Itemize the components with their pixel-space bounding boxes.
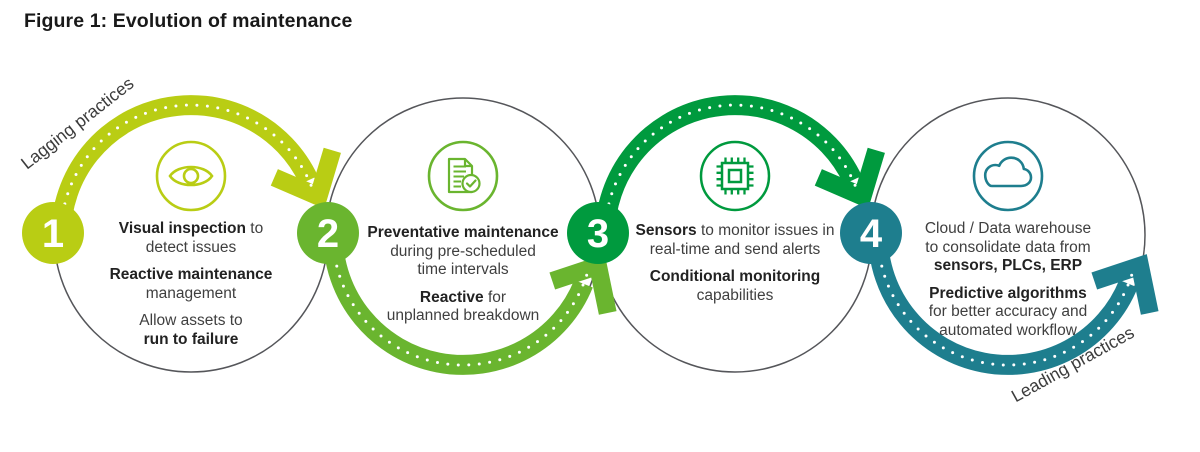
- stage-text-segment: run to failure: [143, 330, 239, 348]
- stage-number-badge-4: 4: [840, 202, 902, 264]
- stage-text-segment: Allow assets to: [139, 312, 243, 329]
- arrow-band-1: [51, 95, 318, 236]
- stage-text-segment: Reactive: [419, 288, 484, 306]
- stage-text-segment: detect issues: [145, 238, 237, 256]
- stage-text-segment: Cloud / Data warehouse: [924, 220, 1092, 237]
- figure-title: Figure 1: Evolution of maintenance: [24, 10, 353, 32]
- stage-text-segment: for better accuracy and: [928, 303, 1088, 320]
- document-check-icon: [427, 140, 499, 212]
- stage-text-segment: time intervals: [417, 261, 509, 278]
- stage-text-segment: unplanned breakdown: [386, 307, 540, 324]
- stage-text-segment: during pre-scheduled: [390, 242, 536, 260]
- stage-text-segment: Reactive maintenance: [109, 266, 273, 283]
- stage-number-badge-1: 1: [22, 202, 84, 264]
- stage-number-1: 1: [42, 212, 64, 256]
- stage-text-segment: Sensors: [635, 222, 697, 239]
- stage-text-segment: sensors, PLCs, ERP: [933, 257, 1083, 274]
- arrowhead-1-icon: [270, 147, 341, 209]
- arrowhead-2-icon: [549, 254, 617, 315]
- eye-icon: [155, 140, 227, 212]
- stage-text-segment: to consolidate data from: [925, 238, 1091, 256]
- stage-number-4: 4: [860, 212, 883, 256]
- stage-text-segment: capabilities: [696, 286, 774, 304]
- stage-text-segment: Predictive algorithms: [929, 284, 1087, 302]
- arrowhead-4-icon: [1091, 254, 1159, 315]
- stage-number-badge-3: 3: [567, 202, 629, 264]
- cloud-icon: [972, 140, 1044, 212]
- stage-text-segment: Preventative maintenance: [367, 224, 559, 241]
- stage-text-segment: management: [145, 284, 237, 302]
- stage-number-2: 2: [317, 212, 339, 256]
- stage-number-badge-2: 2: [297, 202, 359, 264]
- stage-paragraph: Visual inspection to detect issues: [71, 220, 311, 257]
- stage-text-segment: for: [483, 288, 507, 306]
- stage-text-segment: automated workflow: [939, 321, 1077, 339]
- stage-text-segment: to: [245, 220, 264, 237]
- stage-text-segment: to monitor issues in: [696, 222, 835, 239]
- stage-number-3: 3: [587, 212, 609, 256]
- arrowhead-3-icon: [814, 147, 885, 209]
- microchip-icon: [699, 140, 771, 212]
- stage-text-segment: Visual inspection: [118, 220, 246, 237]
- stage-text-segment: Conditional monitoring: [649, 268, 821, 285]
- stage-text-segment: real-time and send alerts: [649, 240, 821, 258]
